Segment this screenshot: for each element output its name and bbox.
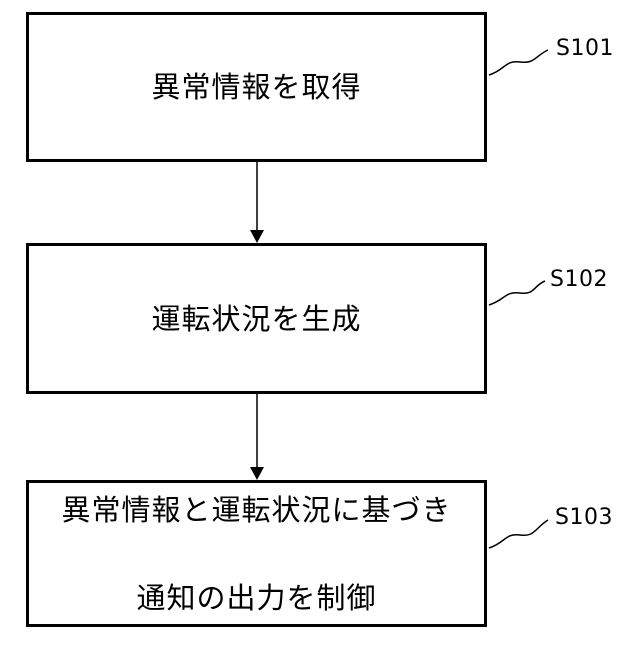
step-label-s101: S101 [556, 36, 614, 62]
step-line: 運転状況を生成 [151, 297, 361, 341]
leader-s102 [489, 281, 545, 305]
arrowhead-1 [250, 230, 264, 243]
step-text-s102: 運転状況を生成 [151, 253, 361, 385]
step-line: 通知の出力を制御 [61, 576, 451, 620]
step-line: 異常情報と運転状況に基づき [61, 488, 451, 532]
leader-s101 [489, 50, 548, 75]
step-line: 異常情報を取得 [151, 65, 361, 109]
step-text-s101: 異常情報を取得 [151, 21, 361, 153]
step-box-s103: 異常情報と運転状況に基づき 通知の出力を制御 [26, 480, 487, 627]
step-box-s102: 運転状況を生成 [26, 243, 487, 394]
flowchart: 異常情報を取得 運転状況を生成 異常情報と運転状況に基づき 通知の出力を制御 S… [0, 0, 640, 640]
step-box-s101: 異常情報を取得 [26, 12, 487, 162]
step-label-s102: S102 [550, 267, 608, 293]
step-label-s103: S103 [555, 505, 613, 531]
leader-s103 [489, 520, 548, 548]
step-text-s103: 異常情報と運転状況に基づき 通知の出力を制御 [61, 444, 451, 664]
